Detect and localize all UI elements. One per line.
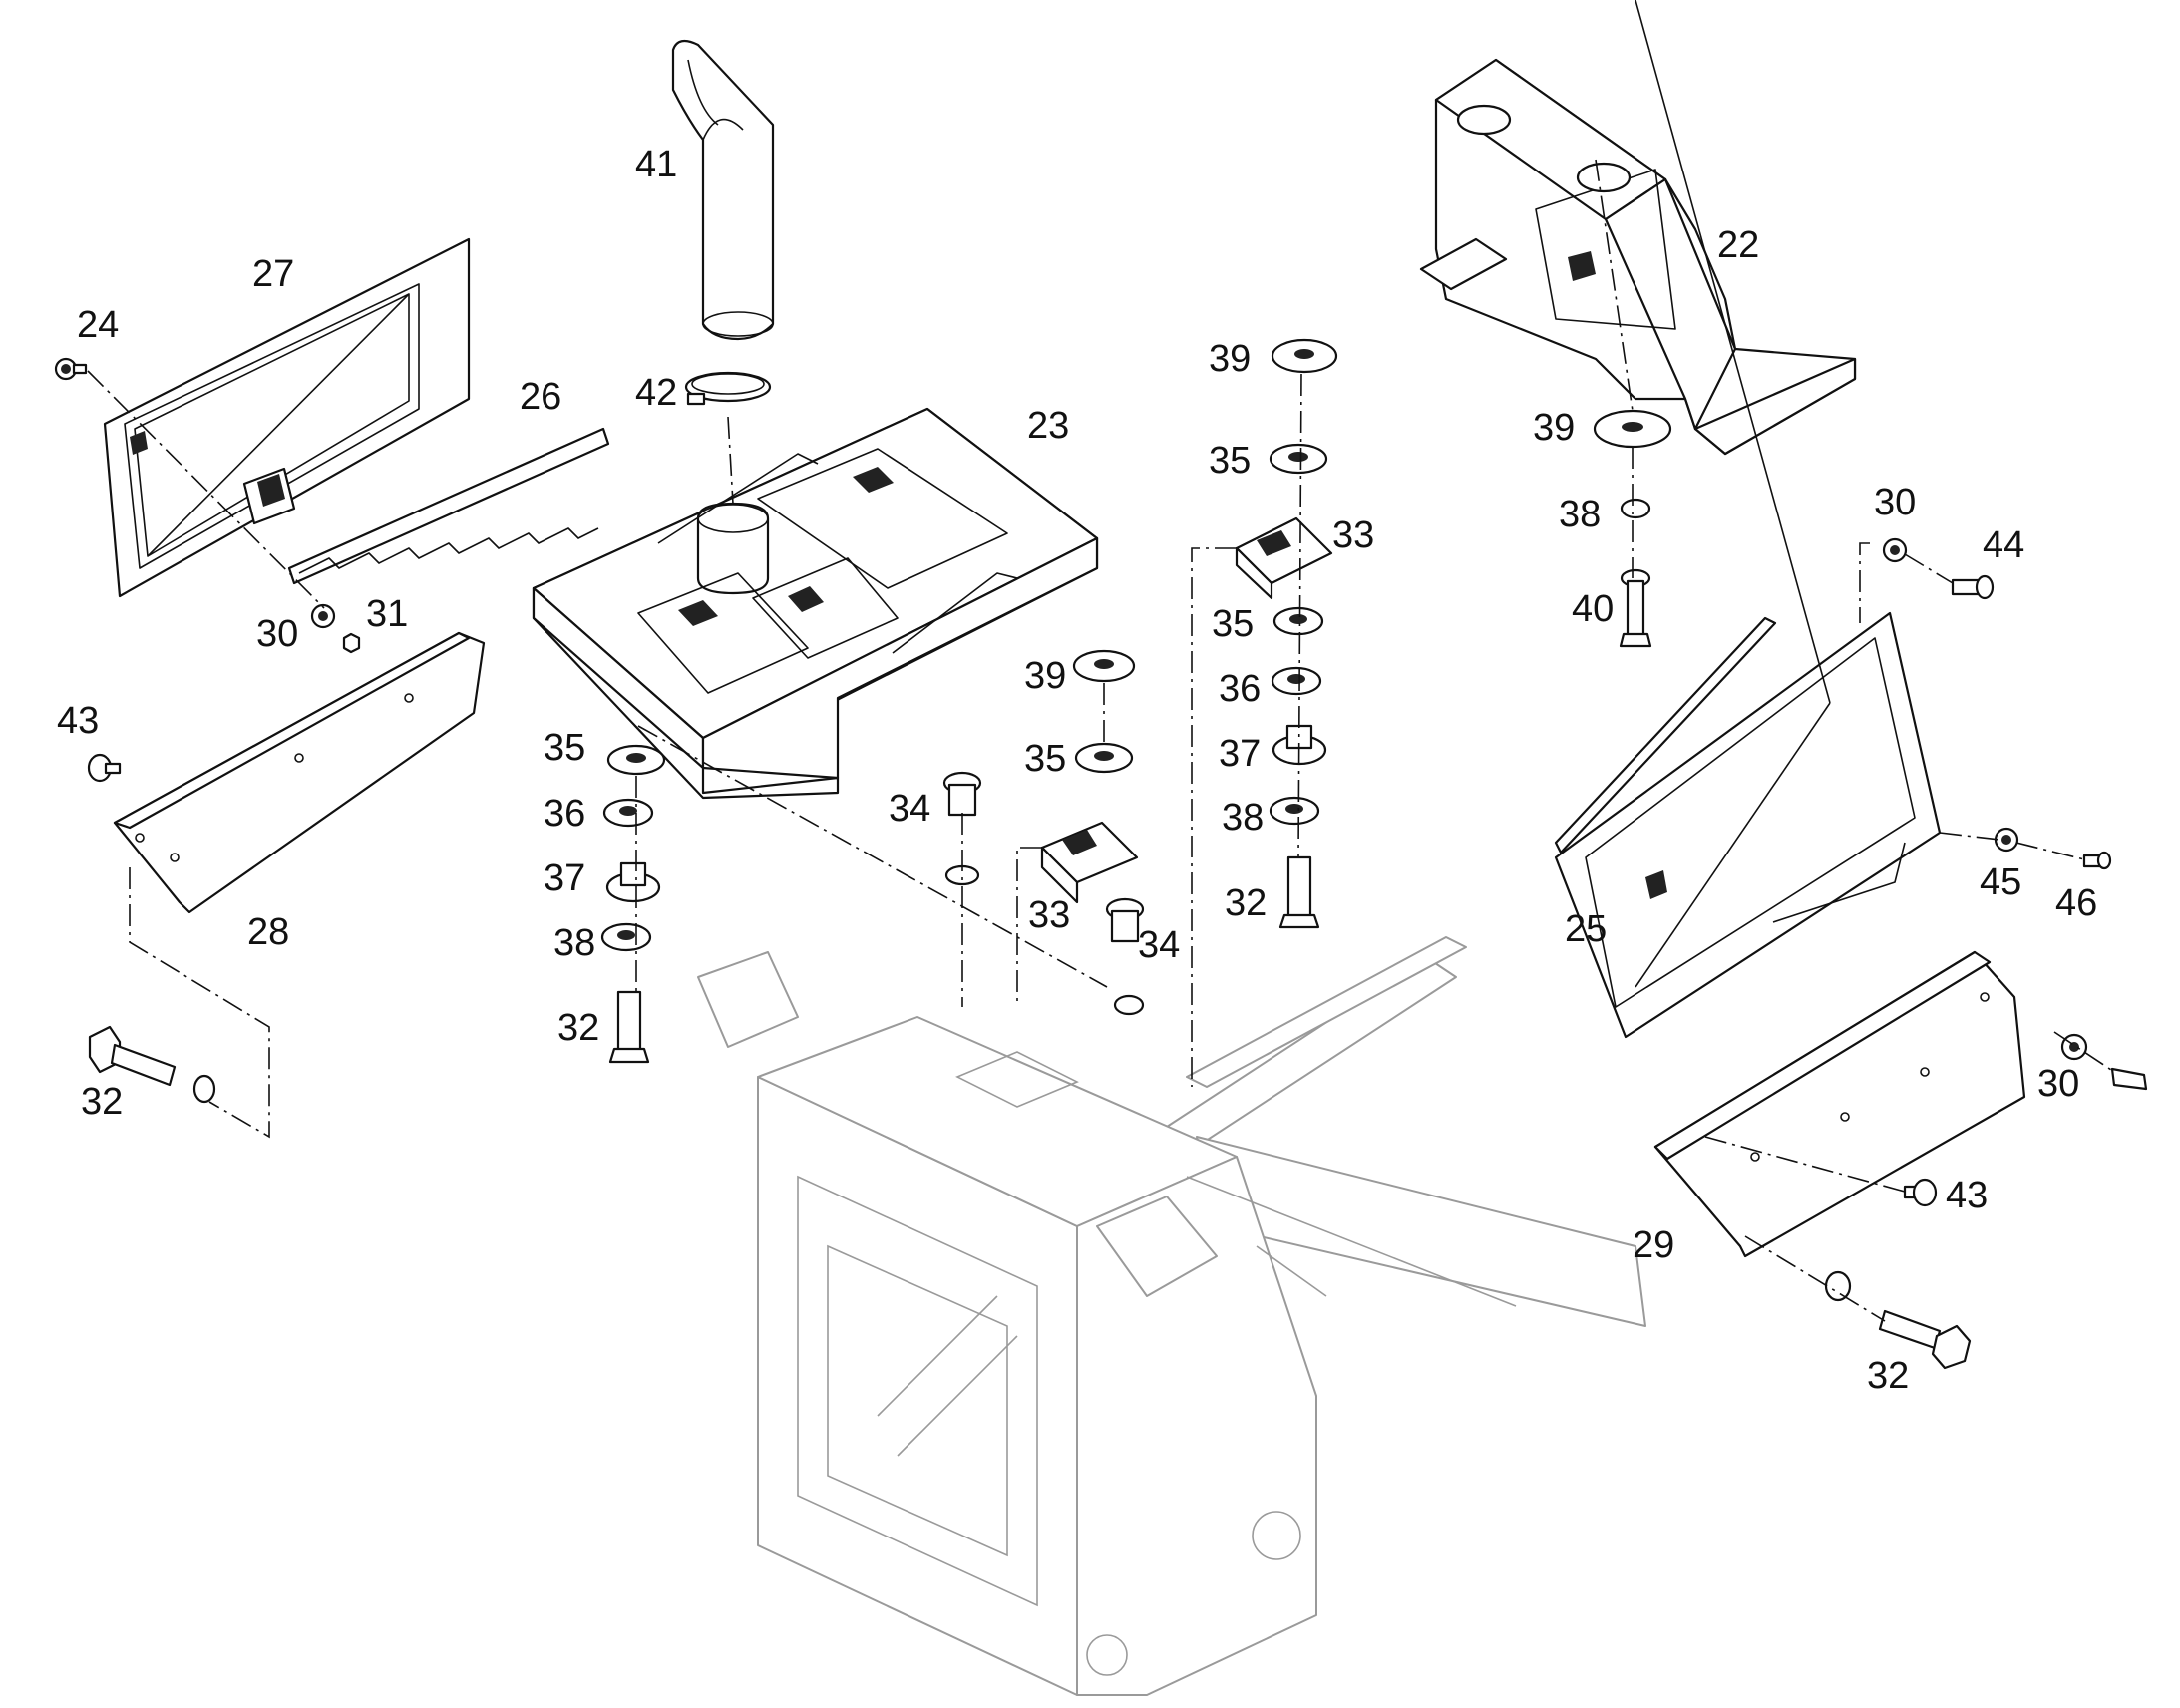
callout-41: 41 bbox=[635, 144, 677, 185]
main-frame bbox=[697, 936, 1646, 1696]
callout-39-right: 39 bbox=[1209, 338, 1251, 380]
callout-38-left: 38 bbox=[553, 922, 595, 964]
part-43-knob-right bbox=[1903, 1178, 1938, 1207]
callout-36-left: 36 bbox=[544, 793, 585, 835]
callout-35-right-top: 35 bbox=[1209, 440, 1251, 482]
leader-lines bbox=[87, 159, 2115, 1322]
callout-37-left: 37 bbox=[544, 857, 585, 899]
part-38-washer-22 bbox=[1620, 498, 1651, 519]
part-26-hinge-strip bbox=[287, 427, 610, 585]
part-29-bottom-shield bbox=[1653, 950, 2026, 1258]
part-45-washer bbox=[1994, 827, 2019, 853]
callout-32-stack-right: 32 bbox=[1225, 882, 1267, 924]
part-44-screw bbox=[1951, 574, 1995, 600]
callout-43-right: 43 bbox=[1946, 1175, 1988, 1216]
callout-45: 45 bbox=[1980, 861, 2021, 903]
part-34-bolt-center-b bbox=[1105, 897, 1145, 943]
part-31-nut bbox=[342, 632, 361, 654]
callout-38-right: 38 bbox=[1222, 797, 1264, 839]
callout-30-right-top: 30 bbox=[1874, 482, 1916, 523]
part-32-bolt-right bbox=[1878, 1309, 1972, 1370]
part-25-side-panel bbox=[1554, 0, 1942, 1039]
callout-29: 29 bbox=[1633, 1224, 1674, 1266]
part-30-washer-right-top bbox=[1882, 537, 1908, 563]
callout-33-right: 33 bbox=[1332, 514, 1374, 556]
part-30-washer-right-bottom bbox=[2060, 1033, 2088, 1061]
callout-32-right: 32 bbox=[1867, 1355, 1909, 1397]
callout-37-right: 37 bbox=[1219, 733, 1261, 775]
callout-34-b: 34 bbox=[1138, 924, 1180, 966]
callout-32-left: 32 bbox=[81, 1081, 123, 1123]
callout-35-left: 35 bbox=[544, 727, 585, 769]
callout-30-left: 30 bbox=[256, 613, 298, 655]
callout-34-a: 34 bbox=[889, 788, 930, 830]
washer-stack-right bbox=[1269, 338, 1338, 929]
part-22-mount-bracket bbox=[1419, 58, 1857, 456]
part-33-bracket-right bbox=[1235, 516, 1333, 600]
callout-32-stack-left: 32 bbox=[557, 1007, 599, 1049]
part-washer-29 bbox=[1824, 1270, 1852, 1302]
callout-31: 31 bbox=[366, 593, 408, 635]
part-28-side-shield bbox=[113, 631, 486, 914]
part-24-screw bbox=[54, 357, 88, 381]
washer-stack-left bbox=[600, 744, 666, 1064]
part-32-bolt-left bbox=[88, 1025, 177, 1087]
part-34-washer-center-b bbox=[1113, 994, 1145, 1016]
callout-43-left: 43 bbox=[57, 700, 99, 742]
callout-40: 40 bbox=[1572, 588, 1614, 630]
callout-39-bracket: 39 bbox=[1533, 407, 1575, 449]
callout-30-right-bottom: 30 bbox=[2037, 1063, 2079, 1105]
callout-35-center: 35 bbox=[1024, 738, 1066, 780]
part-washer-left-bottom bbox=[192, 1074, 216, 1104]
washer-stack-center bbox=[1072, 649, 1136, 774]
callout-23: 23 bbox=[1027, 405, 1069, 447]
part-39-washer-22 bbox=[1593, 409, 1672, 449]
callout-36-right: 36 bbox=[1219, 668, 1261, 710]
callout-25: 25 bbox=[1565, 908, 1607, 950]
callout-26: 26 bbox=[520, 376, 561, 418]
part-33-bracket-center bbox=[1040, 821, 1139, 904]
part-41-exhaust-stack bbox=[671, 39, 775, 341]
part-43-knob-left bbox=[87, 753, 122, 783]
callout-46: 46 bbox=[2055, 882, 2097, 924]
part-30-washer-left bbox=[310, 603, 336, 629]
part-27-door-panel bbox=[103, 237, 471, 598]
part-34-bolt-center-a bbox=[942, 771, 982, 817]
callout-38-bracket: 38 bbox=[1559, 494, 1601, 535]
callout-labels: 41 27 24 26 42 23 30 31 43 28 32 35 36 3… bbox=[57, 144, 2097, 1397]
callout-24: 24 bbox=[77, 304, 119, 346]
callout-27: 27 bbox=[252, 253, 294, 295]
callout-22: 22 bbox=[1717, 224, 1759, 266]
callout-44: 44 bbox=[1983, 524, 2024, 566]
part-42-clamp bbox=[684, 371, 772, 406]
part-bolt-right-bottom bbox=[2110, 1067, 2148, 1091]
callout-39-center: 39 bbox=[1024, 655, 1066, 697]
part-46-screw bbox=[2082, 851, 2112, 870]
callout-33-center: 33 bbox=[1028, 894, 1070, 936]
part-40-bolt bbox=[1619, 568, 1652, 648]
part-23-top-cover bbox=[532, 407, 1099, 800]
callout-28: 28 bbox=[247, 911, 289, 953]
callout-35-right: 35 bbox=[1212, 603, 1254, 645]
callout-42: 42 bbox=[635, 372, 677, 414]
